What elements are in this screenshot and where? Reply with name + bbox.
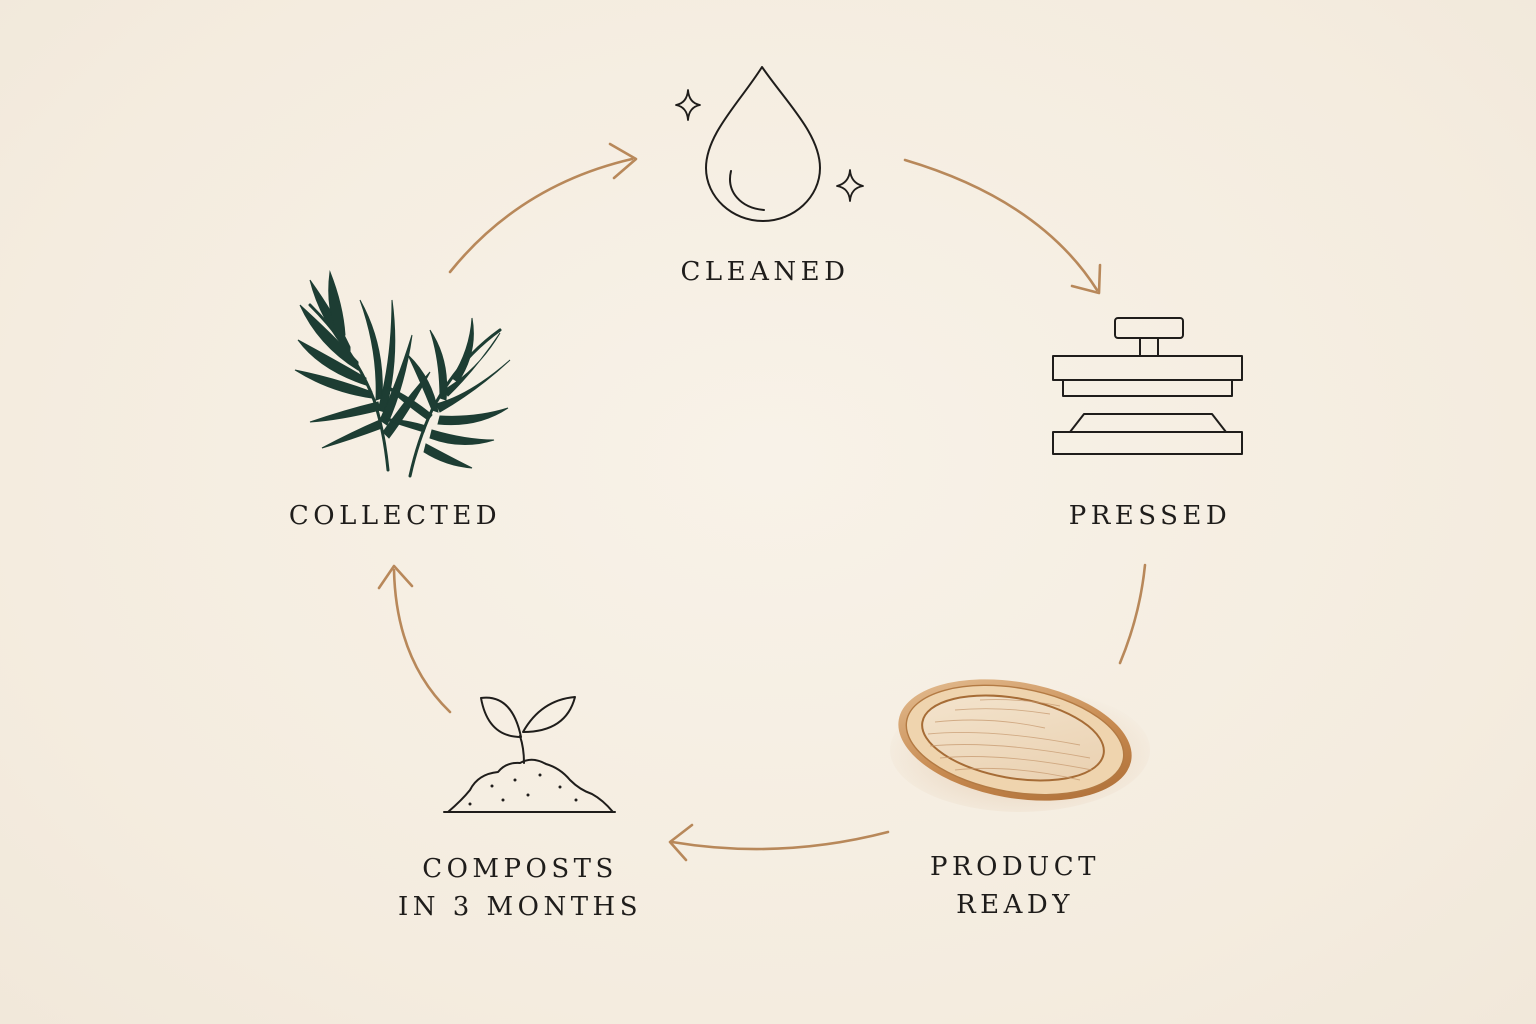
arrow-composts-to-collected <box>392 568 452 714</box>
arrow-product-to-composts <box>670 830 890 851</box>
step-label-pressed: PRESSED <box>1000 497 1300 535</box>
step-label-cleaned: CLEANED <box>615 253 915 291</box>
water-drop-icon <box>675 66 864 222</box>
step-label-line: CLEANED <box>680 257 850 287</box>
arrow-cleaned-to-pressed-head <box>1070 263 1102 295</box>
arrow-collected-to-cleaned <box>448 157 634 274</box>
step-label-composts: COMPOSTS IN 3 MONTHS <box>340 850 700 926</box>
step-label-collected: COLLECTED <box>245 497 545 535</box>
step-label-product-ready: PRODUCT READY <box>865 848 1165 924</box>
step-label-line: READY <box>956 890 1074 920</box>
heat-press-icon <box>1052 317 1243 455</box>
palm-leaves-icon <box>294 270 511 478</box>
arrow-collected-to-cleaned-head <box>608 142 638 180</box>
arrow-product-to-composts-head <box>668 823 694 862</box>
arrow-composts-to-collected-head <box>377 564 414 590</box>
step-label-line: PRODUCT <box>930 852 1100 882</box>
arrow-cleaned-to-pressed <box>903 158 1099 292</box>
step-label-line: COMPOSTS <box>422 854 618 884</box>
step-label-line: PRESSED <box>1068 501 1232 531</box>
arrow-pressed-to-product <box>1118 563 1147 665</box>
sprout-in-soil-icon <box>443 696 616 813</box>
step-label-line: IN 3 MONTHS <box>397 892 643 922</box>
step-label-line: COLLECTED <box>288 501 502 531</box>
palm-leaf-plate-icon <box>890 679 1150 812</box>
